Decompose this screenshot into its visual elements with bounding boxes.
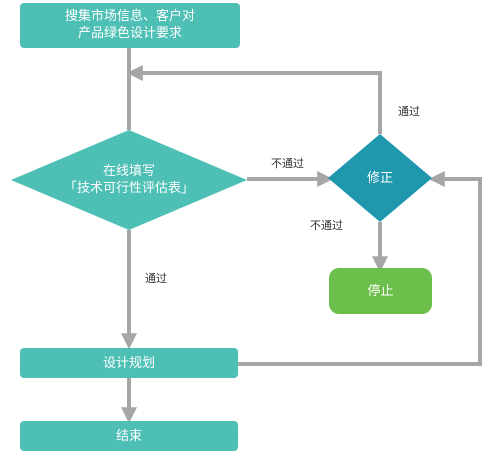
revise-fail-edge-label: 不通过 [310, 219, 343, 232]
stop-box [329, 268, 432, 314]
evaluate-pass-edge-label: 通过 [145, 272, 167, 285]
stop-label: 停止 [367, 284, 394, 299]
revise-diamond [328, 134, 432, 222]
feasibility-evaluation-label: 在线填写 「技术可行性评估表」 [63, 164, 194, 196]
connector-revise-loop-back [126, 65, 382, 134]
design-planning-label: 设计规划 [102, 356, 155, 371]
end-box [20, 421, 238, 451]
design-planning-box [20, 348, 238, 378]
revise-label: 修正 [366, 171, 393, 186]
revise-pass-edge-label: 通过 [398, 105, 420, 118]
evaluate-fail-edge-label: 不通过 [271, 157, 304, 170]
collect-info-box [20, 3, 240, 48]
feasibility-evaluation-diamond [11, 130, 247, 230]
collect-info-label: 搜集市场信息、客户对 产品绿色设计要求 [64, 9, 195, 41]
connector-design-to-revise [238, 171, 482, 366]
end-label: 结束 [115, 429, 142, 444]
